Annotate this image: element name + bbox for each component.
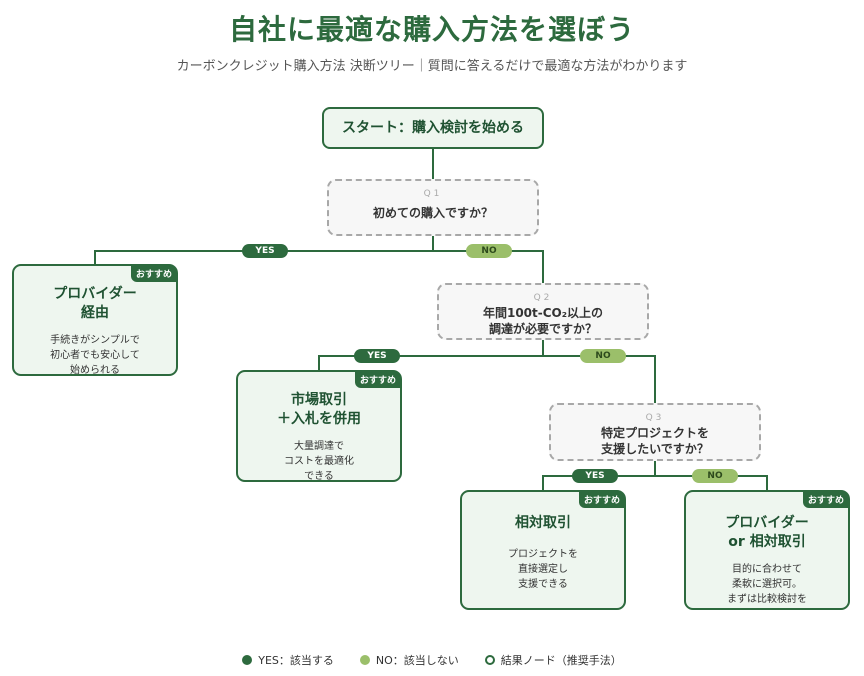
recommend-badge: おすすめ: [354, 371, 401, 388]
result-title-line1: 市場取引: [291, 392, 347, 408]
question-node-q1: Q1 初めての購入ですか？: [327, 179, 539, 236]
legend-result-label: 結果ノード（推奨手法）: [500, 654, 622, 667]
question-text-line1: 特定プロジェクトを: [600, 426, 709, 440]
result-desc-line3: まずは比較検討を: [727, 594, 807, 605]
result-node-bilateral: おすすめ 相対取引 プロジェクトを 直接選定し 支援できる: [460, 490, 626, 610]
result-description: 目的に合わせて 柔軟に選択可。 まずは比較検討を: [686, 562, 848, 607]
result-description: 大量調達で コストを最適化 できる: [238, 439, 400, 484]
branch-q1-yes: YES: [242, 244, 288, 258]
question-number: Q3: [645, 413, 665, 423]
question-text-line2: 支援したいですか？: [601, 442, 709, 456]
result-desc-line1: プロジェクトを: [508, 549, 578, 560]
result-title-line1: 相対取引: [515, 515, 571, 531]
legend-item-no: NO：該当しない: [359, 652, 459, 668]
connector-q2-yes: [318, 355, 543, 371]
legend-no-dot-icon: [359, 655, 370, 665]
result-desc-line1: 大量調達で: [294, 441, 344, 452]
result-title-line2: or 相対取引: [728, 534, 806, 550]
question-number: Q1: [423, 189, 443, 199]
legend-no-label: NO：該当しない: [375, 654, 459, 667]
legend-item-yes: YES：該当する: [242, 652, 334, 668]
result-node-market: おすすめ 市場取引 ＋入札を併用 大量調達で コストを最適化 できる: [236, 370, 402, 482]
legend-result-ring-icon: [484, 655, 495, 665]
result-node-provider: おすすめ プロバイダー 経由 手続きがシンプルで 初心者でも安心して 始められる: [12, 264, 178, 376]
result-desc-line3: 支援できる: [518, 579, 568, 590]
result-desc-line1: 目的に合わせて: [732, 564, 802, 575]
result-desc-line2: 直接選定し: [518, 564, 568, 575]
question-text: 初めての購入ですか？: [372, 206, 493, 220]
question-text-line2: 調達が必要ですか？: [488, 322, 597, 336]
legend-yes-label: YES：該当する: [258, 654, 334, 667]
branch-q3-no: NO: [692, 469, 738, 483]
question-number: Q2: [533, 293, 553, 303]
result-description: プロジェクトを 直接選定し 支援できる: [462, 547, 624, 592]
page-subtitle: カーボンクレジット購入方法 決断ツリー｜質問に答えるだけで最適な方法がわかります: [176, 59, 688, 74]
result-node-provider-or-bilateral: おすすめ プロバイダー or 相対取引 目的に合わせて 柔軟に選択可。 まずは比…: [684, 490, 850, 610]
connector-q1-yes: [94, 250, 433, 265]
result-title-line2: 経由: [81, 305, 109, 321]
question-node-q2: Q2 年間100t-CO₂以上の 調達が必要ですか？: [437, 283, 649, 340]
result-desc-line1: 手続きがシンプルで: [50, 335, 140, 346]
result-desc-line3: 始められる: [70, 365, 120, 376]
connector-q2-no: [543, 355, 656, 403]
result-desc-line2: コストを最適化: [284, 456, 354, 467]
start-node: スタート：購入検討を始める: [322, 107, 544, 149]
question-text-line1: 年間100t-CO₂以上の: [482, 306, 604, 320]
legend-yes-dot-icon: [242, 655, 253, 665]
result-title-line2: ＋入札を併用: [277, 411, 361, 427]
branch-q1-no: NO: [466, 244, 512, 258]
recommend-badge: おすすめ: [130, 265, 177, 282]
result-desc-line3: できる: [304, 471, 334, 482]
legend-item-result: 結果ノード（推奨手法）: [484, 652, 622, 668]
recommend-badge: おすすめ: [802, 491, 849, 508]
branch-q2-yes: YES: [354, 349, 400, 363]
result-title-line1: プロバイダー: [725, 515, 809, 531]
result-desc-line2: 初心者でも安心して: [50, 350, 140, 361]
question-node-q3: Q3 特定プロジェクトを 支援したいですか？: [549, 403, 761, 461]
legend: YES：該当する NO：該当しない 結果ノード（推奨手法）: [0, 652, 864, 668]
result-description: 手続きがシンプルで 初心者でも安心して 始められる: [14, 333, 176, 378]
branch-q2-no: NO: [580, 349, 626, 363]
recommend-badge: おすすめ: [578, 491, 625, 508]
result-desc-line2: 柔軟に選択可。: [732, 579, 802, 590]
result-title-line1: プロバイダー: [53, 286, 137, 302]
branch-q3-yes: YES: [572, 469, 618, 483]
page-title: 自社に最適な購入方法を選ぼう: [228, 13, 635, 46]
